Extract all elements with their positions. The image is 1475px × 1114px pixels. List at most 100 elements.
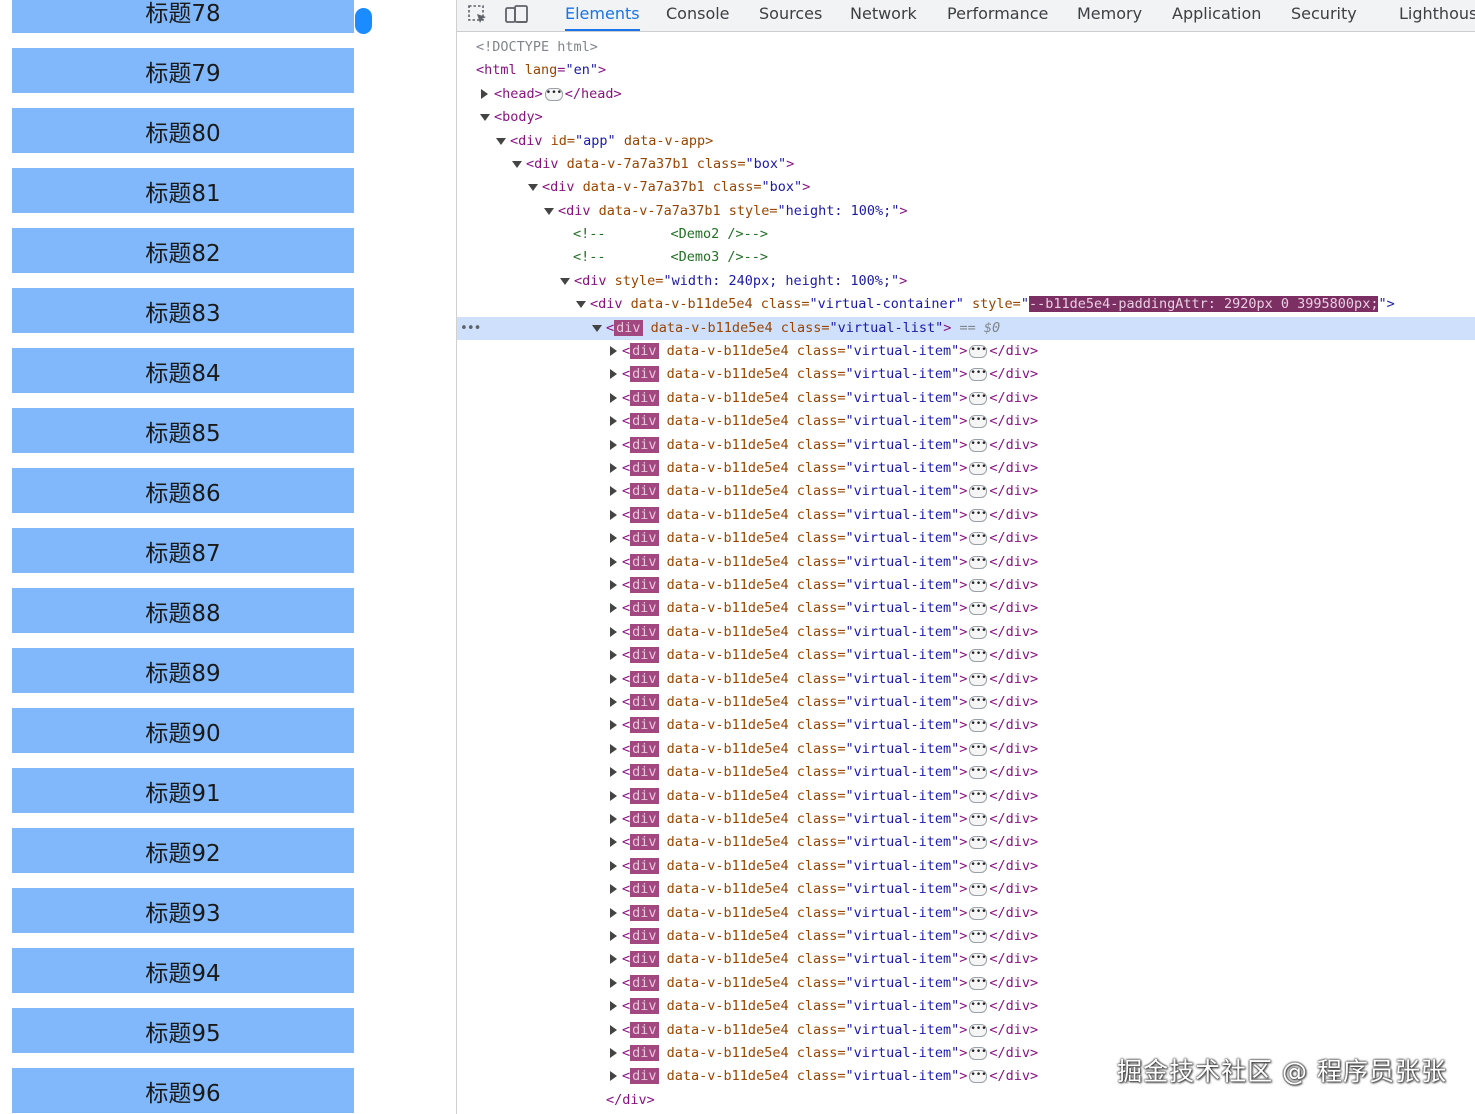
tree-row-virtual-item[interactable]: <div data-v-b11de5e4 class="virtual-item… xyxy=(457,457,1475,480)
ellipsis-icon[interactable]: ••• xyxy=(969,601,988,615)
expand-arrow-icon[interactable] xyxy=(610,791,617,801)
expand-arrow-icon[interactable] xyxy=(610,954,617,964)
expand-arrow-icon[interactable] xyxy=(610,1048,617,1058)
ellipsis-icon[interactable]: ••• xyxy=(969,999,988,1013)
tree-row-virtual-item[interactable]: <div data-v-b11de5e4 class="virtual-item… xyxy=(457,387,1475,410)
expand-arrow-icon[interactable] xyxy=(610,393,617,403)
list-item[interactable]: 标题88 xyxy=(12,588,354,633)
expand-arrow-icon[interactable] xyxy=(610,533,617,543)
tree-row-virtual-item[interactable]: <div data-v-b11de5e4 class="virtual-item… xyxy=(457,761,1475,784)
ellipsis-icon[interactable]: ••• xyxy=(969,508,988,522)
expand-arrow-icon[interactable] xyxy=(610,510,617,520)
collapse-arrow-icon[interactable] xyxy=(512,161,522,168)
expand-arrow-icon[interactable] xyxy=(610,767,617,777)
list-item[interactable]: 标题78 xyxy=(12,0,354,33)
collapse-arrow-icon[interactable] xyxy=(528,184,538,191)
list-item[interactable]: 标题82 xyxy=(12,228,354,273)
expand-arrow-icon[interactable] xyxy=(610,861,617,871)
collapse-arrow-icon[interactable] xyxy=(480,114,490,121)
ellipsis-icon[interactable]: ••• xyxy=(969,952,988,966)
tree-row-virtual-item[interactable]: <div data-v-b11de5e4 class="virtual-item… xyxy=(457,527,1475,550)
list-item[interactable]: 标题91 xyxy=(12,768,354,813)
expand-arrow-icon[interactable] xyxy=(610,1001,617,1011)
expand-arrow-icon[interactable] xyxy=(610,346,617,356)
tab-lighthous[interactable]: Lighthous xyxy=(1399,4,1475,23)
expand-arrow-icon[interactable] xyxy=(610,908,617,918)
tree-row-virtual-item[interactable]: <div data-v-b11de5e4 class="virtual-item… xyxy=(457,878,1475,901)
tree-row-virtual-item[interactable]: <div data-v-b11de5e4 class="virtual-item… xyxy=(457,668,1475,691)
expand-arrow-icon[interactable] xyxy=(610,978,617,988)
list-item[interactable]: 标题94 xyxy=(12,948,354,993)
ellipsis-icon[interactable]: ••• xyxy=(969,1069,988,1083)
tree-row-virtual-container[interactable]: <div data-v-b11de5e4 class="virtual-cont… xyxy=(457,293,1475,316)
expand-arrow-icon[interactable] xyxy=(610,463,617,473)
tree-row-box[interactable]: <div data-v-7a7a37b1 class="box"> xyxy=(457,153,1475,176)
tree-row-virtual-item[interactable]: <div data-v-b11de5e4 class="virtual-item… xyxy=(457,1019,1475,1042)
list-item[interactable]: 标题83 xyxy=(12,288,354,333)
list-item[interactable]: 标题79 xyxy=(12,48,354,93)
ellipsis-icon[interactable]: ••• xyxy=(969,625,988,639)
expand-arrow-icon[interactable] xyxy=(610,674,617,684)
collapse-arrow-icon[interactable] xyxy=(544,208,554,215)
tab-console[interactable]: Console xyxy=(666,4,730,23)
ellipsis-icon[interactable]: ••• xyxy=(969,672,988,686)
highlighted-style-value[interactable]: --b11de5e4-paddingAttr: 2920px 0 3995800… xyxy=(1028,296,1379,312)
device-toolbar-icon[interactable] xyxy=(505,4,528,26)
tree-row-virtual-item[interactable]: <div data-v-b11de5e4 class="virtual-item… xyxy=(457,972,1475,995)
expand-arrow-icon[interactable] xyxy=(610,627,617,637)
tree-row-head[interactable]: <head>•••</head> xyxy=(457,83,1475,106)
ellipsis-icon[interactable]: ••• xyxy=(969,765,988,779)
expand-arrow-icon[interactable] xyxy=(610,580,617,590)
tree-row-virtual-item[interactable]: <div data-v-b11de5e4 class="virtual-item… xyxy=(457,363,1475,386)
tree-row-virtual-item[interactable]: <div data-v-b11de5e4 class="virtual-item… xyxy=(457,925,1475,948)
expand-arrow-icon[interactable] xyxy=(481,89,488,99)
tree-row-box[interactable]: <div data-v-7a7a37b1 class="box"> xyxy=(457,176,1475,199)
expand-arrow-icon[interactable] xyxy=(610,416,617,426)
tree-row-virtual-item[interactable]: <div data-v-b11de5e4 class="virtual-item… xyxy=(457,597,1475,620)
list-item[interactable]: 标题87 xyxy=(12,528,354,573)
tree-row-virtual-item[interactable]: <div data-v-b11de5e4 class="virtual-item… xyxy=(457,410,1475,433)
tree-row-styled-div[interactable]: <div data-v-7a7a37b1 style="height: 100%… xyxy=(457,200,1475,223)
expand-arrow-icon[interactable] xyxy=(610,1071,617,1081)
tree-row-virtual-list-selected[interactable]: ••• <div data-v-b11de5e4 class="virtual-… xyxy=(457,317,1475,340)
ellipsis-icon[interactable]: ••• xyxy=(969,461,988,475)
ellipsis-icon[interactable]: ••• xyxy=(969,438,988,452)
tab-performance[interactable]: Performance xyxy=(947,4,1049,23)
expand-arrow-icon[interactable] xyxy=(610,884,617,894)
tree-row-virtual-item[interactable]: <div data-v-b11de5e4 class="virtual-item… xyxy=(457,480,1475,503)
ellipsis-icon[interactable]: ••• xyxy=(969,484,988,498)
ellipsis-icon[interactable]: ••• xyxy=(544,87,563,101)
list-item[interactable]: 标题85 xyxy=(12,408,354,453)
ellipsis-icon[interactable]: ••• xyxy=(969,882,988,896)
tree-row-virtual-item[interactable]: <div data-v-b11de5e4 class="virtual-item… xyxy=(457,995,1475,1018)
tree-row-size-div[interactable]: <div style="width: 240px; height: 100%;"… xyxy=(457,270,1475,293)
ellipsis-icon[interactable]: ••• xyxy=(969,555,988,569)
ellipsis-icon[interactable]: ••• xyxy=(969,367,988,381)
tree-row-virtual-item[interactable]: <div data-v-b11de5e4 class="virtual-item… xyxy=(457,574,1475,597)
tree-row-virtual-item[interactable]: <div data-v-b11de5e4 class="virtual-item… xyxy=(457,948,1475,971)
ellipsis-icon[interactable]: ••• xyxy=(969,835,988,849)
tree-row-virtual-item[interactable]: <div data-v-b11de5e4 class="virtual-item… xyxy=(457,340,1475,363)
tree-row-virtual-item[interactable]: <div data-v-b11de5e4 class="virtual-item… xyxy=(457,785,1475,808)
tree-row-comment[interactable]: <!-- <Demo2 />--> xyxy=(457,223,1475,246)
tree-row-body[interactable]: <body> xyxy=(457,106,1475,129)
list-item[interactable]: 标题92 xyxy=(12,828,354,873)
ellipsis-icon[interactable]: ••• xyxy=(969,859,988,873)
ellipsis-icon[interactable]: ••• xyxy=(969,414,988,428)
ellipsis-icon[interactable]: ••• xyxy=(969,976,988,990)
tree-row-virtual-item[interactable]: <div data-v-b11de5e4 class="virtual-item… xyxy=(457,714,1475,737)
expand-arrow-icon[interactable] xyxy=(610,1025,617,1035)
collapse-arrow-icon[interactable] xyxy=(560,278,570,285)
list-item[interactable]: 标题95 xyxy=(12,1008,354,1053)
ellipsis-icon[interactable]: ••• xyxy=(969,929,988,943)
tab-security[interactable]: Security xyxy=(1291,4,1357,23)
tree-row-app[interactable]: <div id="app" data-v-app> xyxy=(457,130,1475,153)
tree-row-doctype[interactable]: <!DOCTYPE html> xyxy=(457,36,1475,59)
ellipsis-icon[interactable]: ••• xyxy=(969,1046,988,1060)
tree-row-virtual-item[interactable]: <div data-v-b11de5e4 class="virtual-item… xyxy=(457,1042,1475,1065)
ellipsis-icon[interactable]: ••• xyxy=(969,812,988,826)
tree-row-virtual-item[interactable]: <div data-v-b11de5e4 class="virtual-item… xyxy=(457,738,1475,761)
tab-network[interactable]: Network xyxy=(850,4,917,23)
tree-row-virtual-item[interactable]: <div data-v-b11de5e4 class="virtual-item… xyxy=(457,1065,1475,1088)
list-item[interactable]: 标题89 xyxy=(12,648,354,693)
